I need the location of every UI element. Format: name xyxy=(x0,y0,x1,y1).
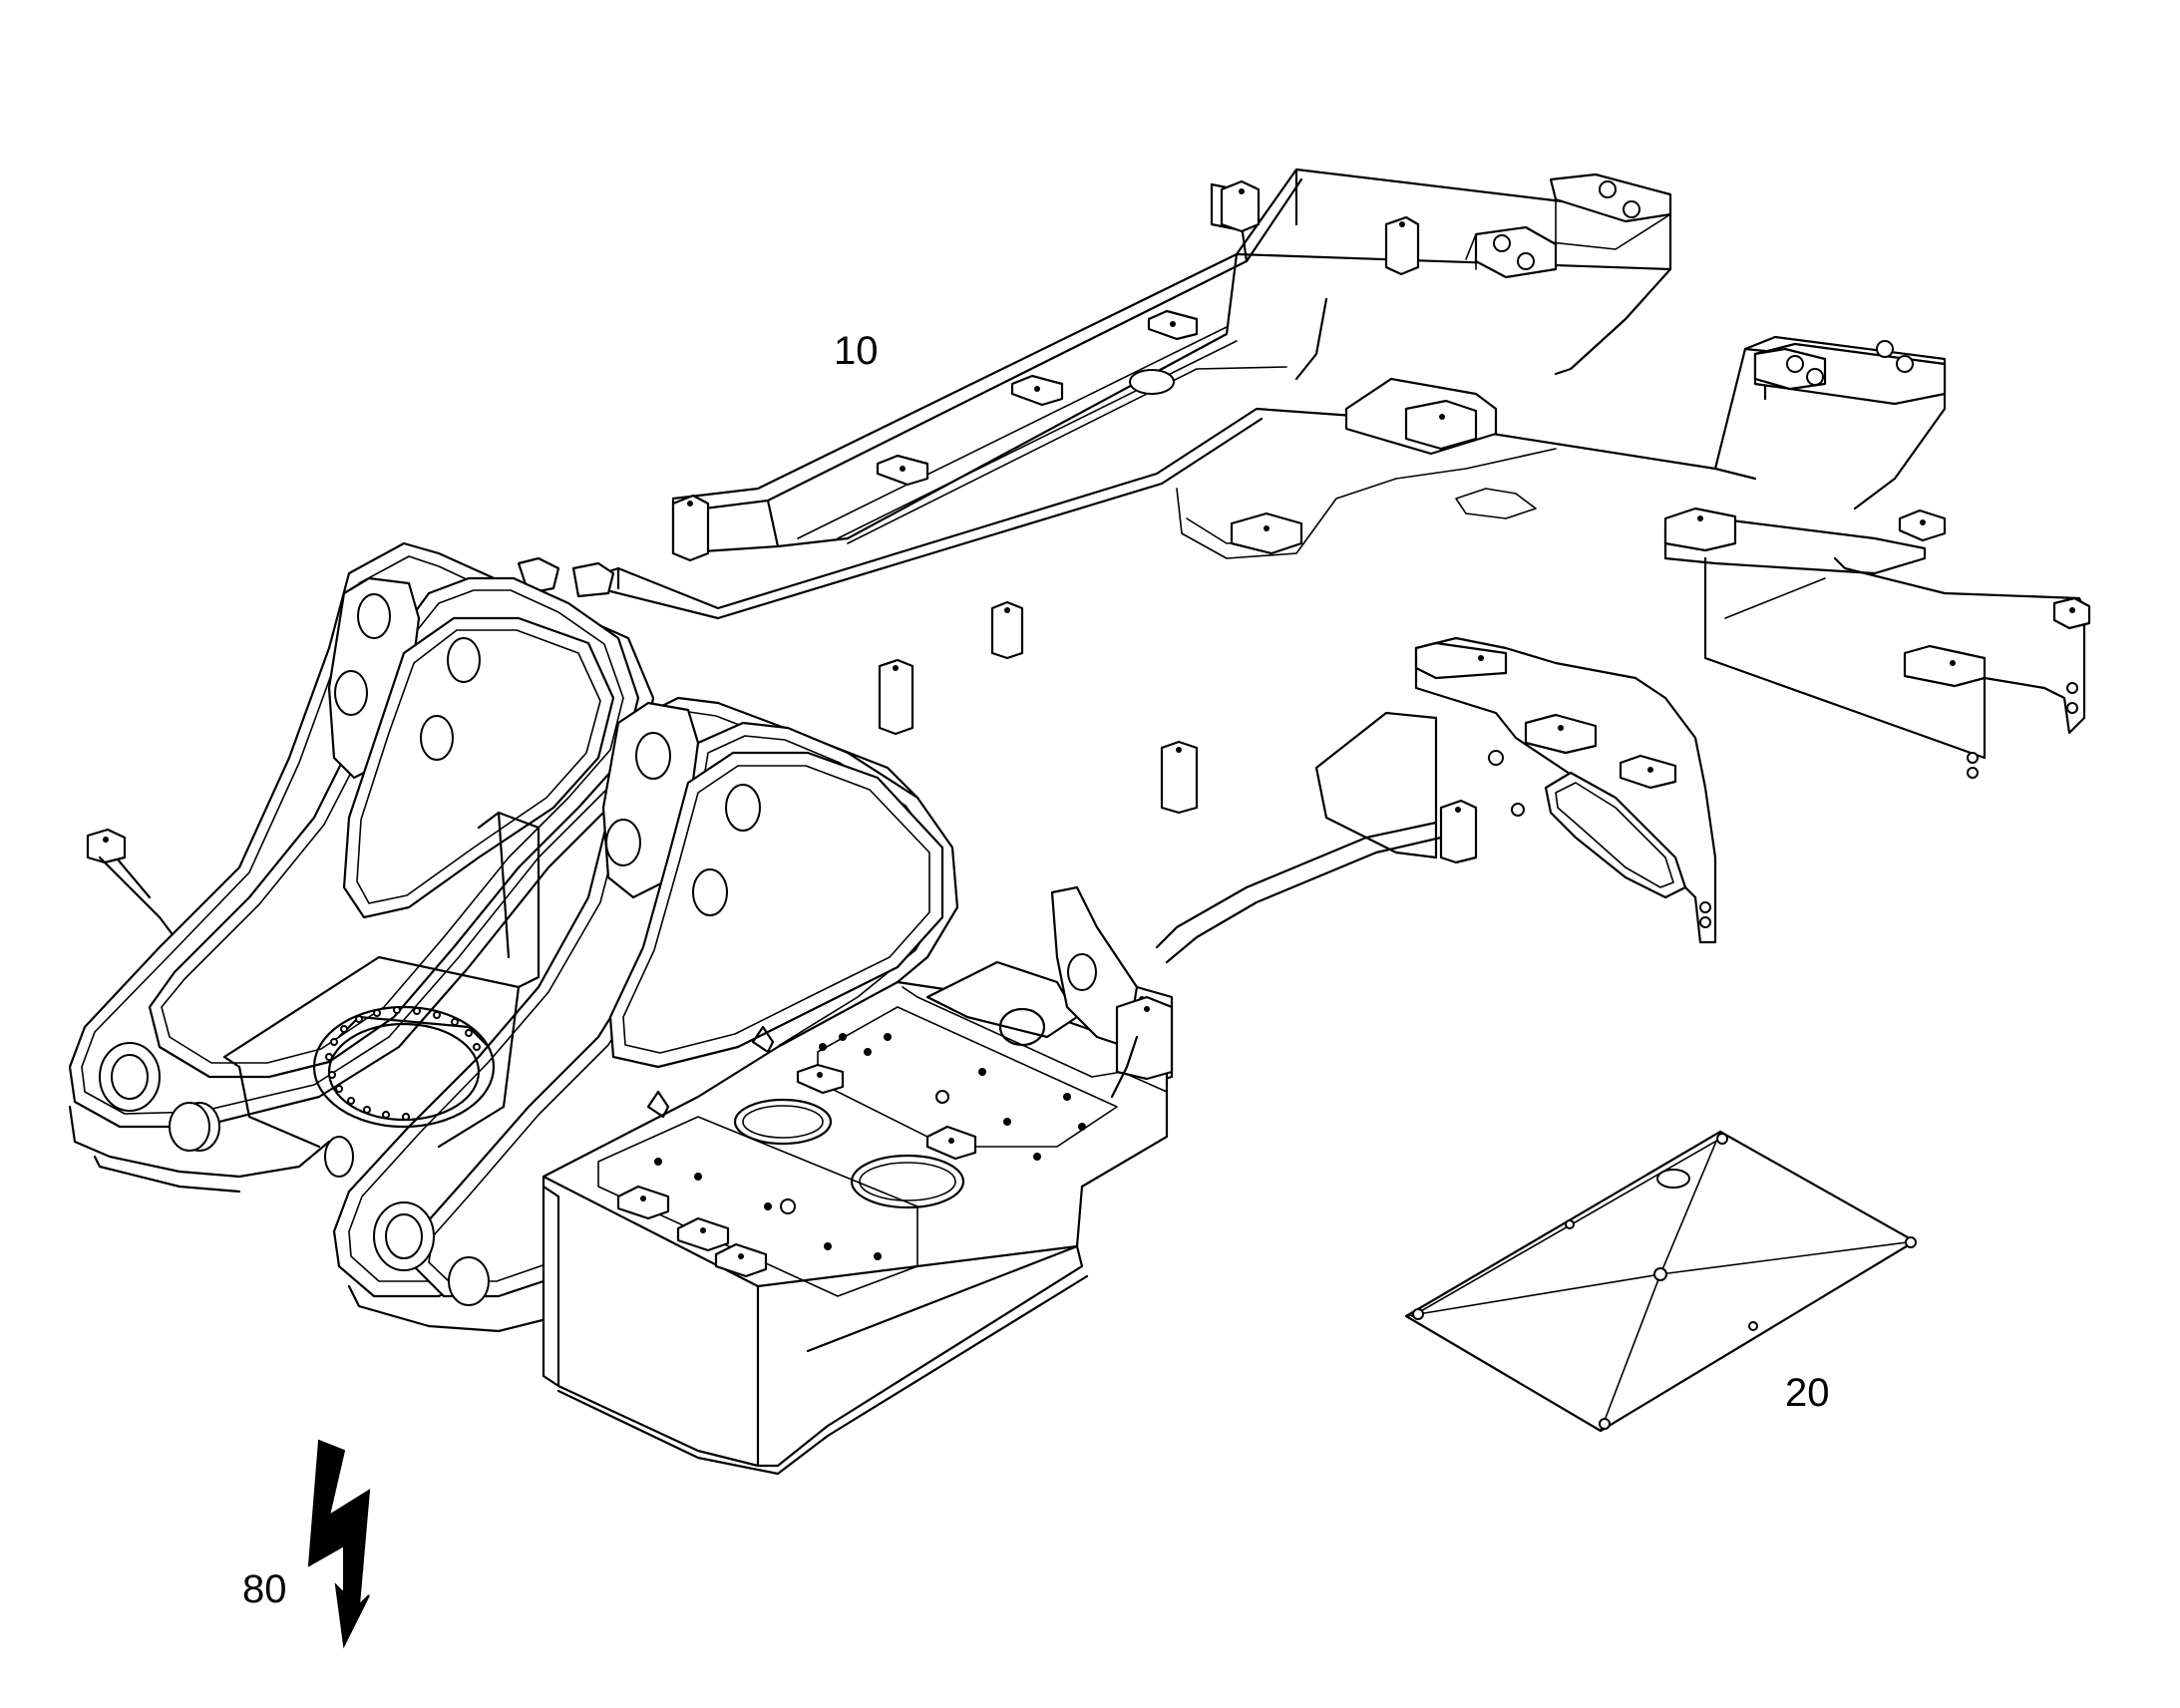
callout-frame: 10 xyxy=(834,329,879,373)
hinge-bracket xyxy=(925,885,1174,1099)
callout-electrical: 80 xyxy=(242,1567,287,1611)
lightning-bolt-icon xyxy=(307,1439,371,1649)
counterweight-box xyxy=(542,980,1169,1476)
cover-plate xyxy=(1404,1130,1917,1433)
lower-crossbeam xyxy=(1155,636,1717,964)
electrical-symbol xyxy=(307,1439,371,1649)
rear-lift-plates xyxy=(169,696,959,1333)
swing-ring-seat xyxy=(222,811,541,1178)
right-bracket xyxy=(1663,507,2091,779)
bolt-circle xyxy=(325,1006,481,1121)
callout-cover-plate: 20 xyxy=(1785,1371,1830,1415)
middle-rail xyxy=(586,335,1947,620)
main-frame xyxy=(68,168,2091,1476)
upper-rail-pads xyxy=(671,172,1672,562)
